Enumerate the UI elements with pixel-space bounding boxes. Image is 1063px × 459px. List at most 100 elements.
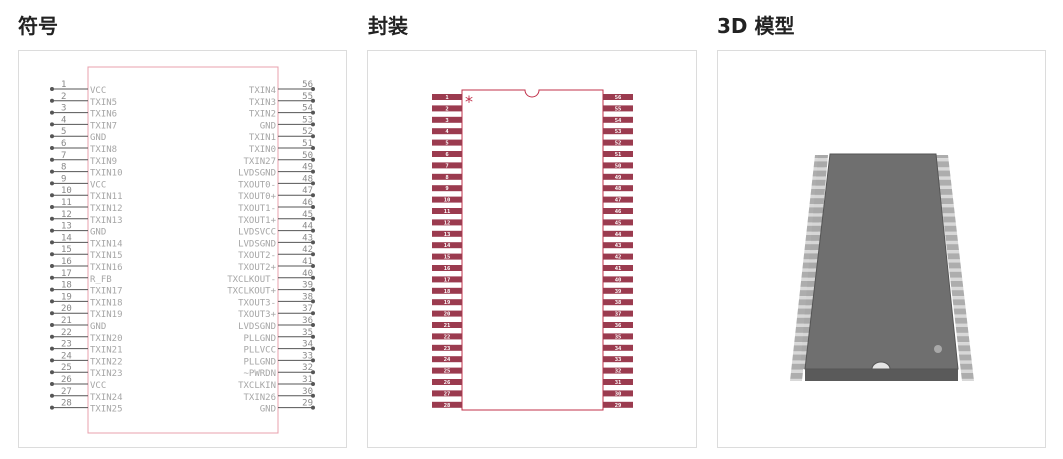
symbol-pin-number: 7 (61, 151, 66, 161)
symbol-pin-number: 30 (302, 387, 313, 397)
symbol-pin-number: 25 (61, 363, 72, 373)
symbol-pin-name: PLLGND (243, 357, 276, 367)
package-pad (432, 105, 462, 112)
package-pad (432, 128, 462, 135)
symbol-pin-number: 56 (302, 80, 313, 90)
package-pad (603, 230, 633, 237)
package-pad-label: 23 (444, 346, 451, 352)
symbol-pin-dot (311, 216, 315, 221)
symbol-pin-dot (311, 110, 315, 115)
symbol-pin-dot (311, 323, 315, 327)
chip-notch (871, 361, 891, 370)
symbol-pin-dot (50, 346, 54, 351)
package-pad (432, 173, 462, 180)
package-pad (603, 139, 633, 146)
symbol-schematic: 1VCC2TXIN53TXIN64TXIN75GND6TXIN87TXIN98T… (50, 66, 315, 434)
symbol-pin-number: 2 (61, 92, 66, 102)
package-pad-label: 42 (615, 255, 622, 261)
symbol-pin-dot (50, 393, 54, 398)
right-leads (936, 155, 974, 381)
package-pad-label: 51 (615, 152, 622, 158)
symbol-pin-name: TXCLKOUT- (227, 275, 276, 285)
package-pad (603, 333, 633, 340)
symbol-pin-number: 27 (61, 387, 72, 397)
package-pad-label: 1 (445, 95, 449, 101)
package-pad-label: 17 (444, 277, 451, 283)
symbol-pin-name: TXIN14 (90, 239, 123, 249)
symbol-pin-number: 23 (61, 340, 72, 350)
symbol-pin-name: TXIN4 (249, 86, 276, 96)
symbol-pin-number: 43 (302, 233, 313, 243)
symbol-title: 符号 (18, 14, 58, 38)
symbol-pin-number: 50 (302, 151, 313, 161)
symbol-pin-name: TXIN17 (90, 287, 123, 297)
symbol-pin-dot (50, 299, 54, 304)
symbol-pin-name: LVDSGND (238, 169, 276, 179)
symbol-pin-dot (311, 346, 315, 351)
symbol-pin-number: 36 (302, 316, 313, 326)
package-pad (603, 94, 633, 100)
model-title: 3D 模型 (717, 14, 795, 38)
chip-3d-model (790, 153, 974, 381)
symbol-pin-dot (50, 405, 54, 410)
package-pad (603, 151, 633, 157)
symbol-pin-name: TXIN18 (90, 298, 123, 308)
symbol-pin-name: VCC (90, 86, 106, 96)
symbol-pin-dot (311, 240, 315, 245)
package-pad (432, 219, 462, 226)
symbol-pin-dot (50, 193, 54, 198)
package-pad-label: 25 (444, 369, 451, 375)
package-pad-label: 22 (444, 334, 451, 340)
symbol-pin-number: 41 (302, 257, 313, 267)
symbol-pin-number: 34 (302, 340, 313, 350)
symbol-pin-dot (311, 370, 315, 375)
symbol-pin-name: TXIN25 (90, 405, 123, 415)
symbol-pin-number: 11 (61, 198, 72, 208)
symbol-pin-name: TXIN0 (249, 145, 276, 155)
symbol-pin-number: 8 (61, 163, 66, 173)
symbol-pin-dot (311, 393, 315, 398)
symbol-pin-name: TXIN23 (90, 369, 123, 379)
symbol-pin-number: 20 (61, 304, 72, 314)
package-pad (432, 253, 462, 260)
package-pad-label: 47 (615, 198, 622, 204)
package-title: 封装 (368, 14, 408, 38)
package-pad (432, 162, 462, 169)
symbol-pin-number: 5 (61, 127, 66, 137)
package-pad (603, 299, 633, 306)
package-pad (432, 356, 462, 363)
symbol-pin-dot (311, 157, 315, 162)
symbol-pin-dot (50, 264, 54, 268)
symbol-pin-number: 44 (302, 222, 313, 232)
package-pad-label: 4 (445, 129, 449, 135)
symbol-pin-dot (311, 264, 315, 268)
chip-body-side (805, 369, 958, 381)
symbol-pin-number: 10 (61, 186, 72, 196)
package-pad (432, 401, 462, 408)
symbol-pin-number: 52 (302, 127, 313, 137)
package-pad (432, 276, 462, 283)
symbol-pin-dot (311, 311, 315, 316)
symbol-pin-name: TXIN19 (90, 310, 123, 320)
package-pad (603, 173, 633, 180)
package-pad-label: 24 (444, 357, 451, 363)
package-outline (461, 89, 604, 411)
model-panel[interactable] (717, 50, 1046, 448)
symbol-pin-name: TXIN3 (249, 98, 276, 108)
symbol-pin-number: 31 (302, 375, 313, 385)
symbol-pin-dot (311, 252, 315, 257)
package-pad-label: 21 (444, 323, 451, 329)
symbol-pin-number: 29 (302, 399, 313, 409)
symbol-pin-dot (50, 146, 54, 150)
package-pad-label: 8 (445, 175, 448, 181)
symbol-pin-dot (50, 240, 54, 245)
symbol-pin-name: TXIN1 (249, 133, 276, 143)
symbol-pin-dot (311, 87, 315, 91)
symbol-pin-number: 9 (61, 174, 66, 184)
symbol-pin-name: LVDSGND (238, 239, 276, 249)
symbol-pin-name: ~PWRDN (243, 369, 276, 379)
package-pad (603, 390, 633, 397)
package-pad (432, 94, 462, 100)
